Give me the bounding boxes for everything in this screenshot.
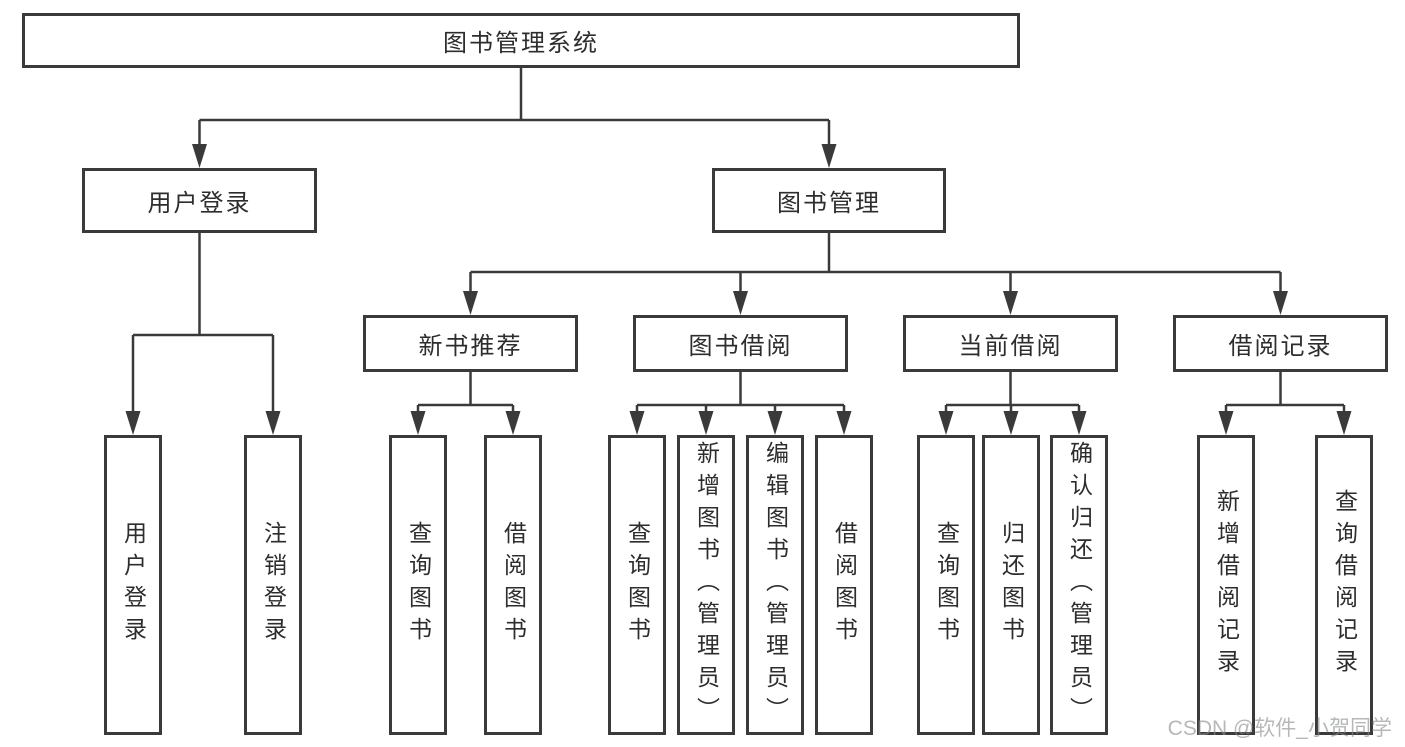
leaf-borrow-books-under-recommendation: 借阅图书 xyxy=(484,435,542,735)
node-borrowing-records: 借阅记录 xyxy=(1173,315,1388,372)
leaf-confirm-return-admin: 确认归还（管理员） xyxy=(1050,435,1108,735)
leaf-query-books-under-recommendation: 查询图书 xyxy=(389,435,447,735)
arrowhead-icons xyxy=(125,144,1352,435)
leaf-borrow-books-under-borrowing: 借阅图书 xyxy=(815,435,873,735)
leaf-query-books-under-current: 查询图书 xyxy=(917,435,975,735)
leaf-query-borrow-record: 查询借阅记录 xyxy=(1315,435,1373,735)
leaf-return-books: 归还图书 xyxy=(982,435,1040,735)
node-library-management-system: 图书管理系统 xyxy=(22,13,1020,68)
node-new-book-recommendation: 新书推荐 xyxy=(363,315,578,372)
node-book-management: 图书管理 xyxy=(712,168,946,233)
node-book-borrowing: 图书借阅 xyxy=(633,315,848,372)
csdn-watermark: CSDN @软件_小贺同学 xyxy=(1167,717,1392,740)
connector-path xyxy=(131,68,1346,413)
node-current-borrowing: 当前借阅 xyxy=(903,315,1118,372)
leaf-query-books-under-borrowing: 查询图书 xyxy=(608,435,666,735)
leaf-add-books-admin: 新增图书（管理员） xyxy=(677,435,735,735)
leaf-user-login: 用户登录 xyxy=(104,435,162,735)
leaf-edit-books-admin: 编辑图书（管理员） xyxy=(746,435,804,735)
leaf-add-borrow-record: 新增借阅记录 xyxy=(1197,435,1255,735)
node-user-login: 用户登录 xyxy=(82,168,317,233)
leaf-logout: 注销登录 xyxy=(244,435,302,735)
